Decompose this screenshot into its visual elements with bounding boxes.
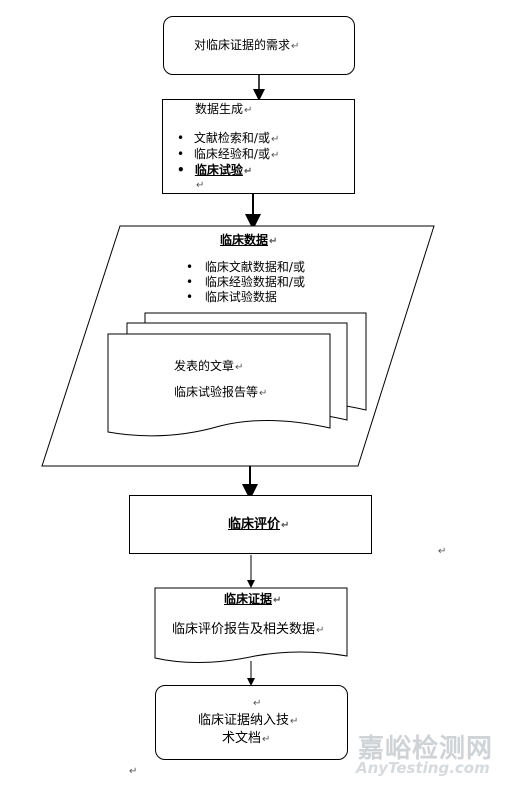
technical-documentation-line2: 术文档 — [222, 731, 262, 746]
technical-documentation-box: ↵ 临床证据纳入技↵ 术文档↵ — [155, 685, 348, 760]
list-item: • 临床试验↵ — [177, 163, 253, 177]
watermark-en: AnyTesting.com — [356, 759, 490, 777]
clinical-evidence-document — [154, 587, 348, 664]
clinical-evaluation-box: 临床评价↵ — [129, 495, 372, 554]
clinical-evidence-title: 临床证据 — [224, 592, 273, 606]
list-item: • 临床经验和/或↵ — [177, 147, 280, 161]
technical-documentation-line1: 临床证据纳入技 — [198, 713, 290, 728]
list-item: • 临床试验数据 — [186, 290, 277, 304]
clinical-evidence-need-text: 对临床证据的需求 — [194, 38, 291, 52]
clinical-trial-reports-text: 临床试验报告等 — [174, 385, 259, 399]
clinical-evaluation-report-text: 临床评价报告及相关数据 — [172, 622, 316, 637]
watermark-cn: 嘉峪检测网 — [358, 734, 494, 764]
list-item: • 临床经验数据和/或 — [186, 275, 305, 289]
list-item: • 文献检索和/或↵ — [177, 131, 280, 145]
data-generation-title: 数据生成 — [195, 102, 244, 116]
clinical-evidence-need-box: 对临床证据的需求↵ — [163, 16, 355, 75]
data-generation-box: 数据生成↵ • 文献检索和/或↵ • 临床经验和/或↵ • 临床试验↵ ↵ — [162, 99, 355, 194]
document-front — [107, 333, 331, 437]
clinical-evaluation-text: 临床评价 — [228, 517, 281, 532]
list-item: • 临床文献数据和/或 — [186, 260, 305, 274]
clinical-data-title: 临床数据 — [220, 233, 269, 247]
published-articles-text: 发表的文章 — [174, 359, 235, 373]
